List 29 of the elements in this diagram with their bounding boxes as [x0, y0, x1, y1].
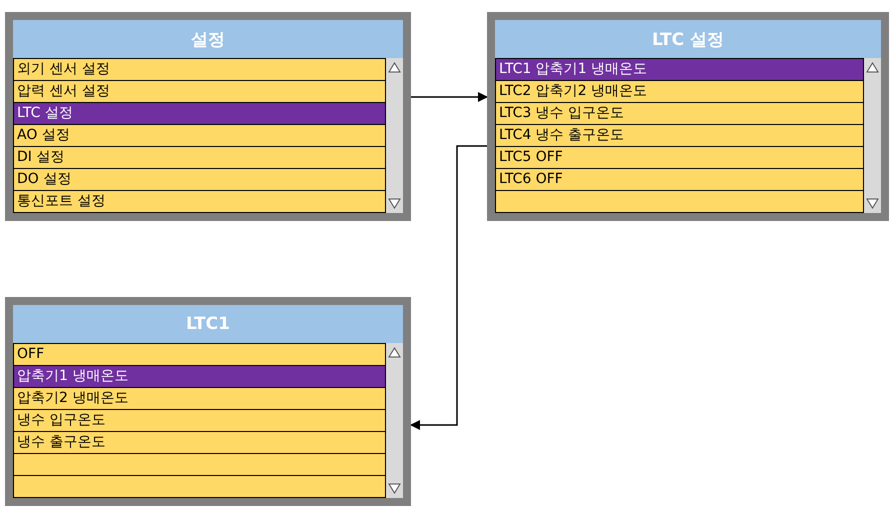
list-panel — [5, 297, 411, 506]
list-item: 압력 센서 설정 — [13, 80, 386, 103]
list-item: 냉수 입구온도 — [13, 409, 386, 432]
list-item: AO 설정 — [13, 124, 386, 147]
list-item: 압축기2 냉매온도 — [13, 387, 386, 410]
list-item: 외기 센서 설정 — [13, 58, 386, 81]
panel-title: LTC1 — [13, 305, 403, 343]
list-item: LTC6 OFF — [495, 168, 864, 191]
list-item: LTC2 압축기2 냉매온도 — [495, 80, 864, 103]
list-item: LTC4 냉수 출구온도 — [495, 124, 864, 147]
list-panel — [487, 12, 889, 221]
panel-title: LTC 설정 — [495, 20, 881, 58]
empty-list-item — [13, 475, 386, 498]
list-item: LTC 설정 — [13, 102, 386, 125]
list-item: DO 설정 — [13, 168, 386, 191]
list-item: LTC5 OFF — [495, 146, 864, 169]
list-panel — [5, 12, 411, 221]
list-item: LTC1 압축기1 냉매온도 — [495, 58, 864, 81]
arrow — [410, 145, 487, 430]
list-item: 압축기1 냉매온도 — [13, 365, 386, 388]
arrow — [411, 92, 488, 102]
list-item: 통신포트 설정 — [13, 190, 386, 213]
list-item: OFF — [13, 343, 386, 366]
empty-list-item — [495, 190, 864, 213]
empty-list-item — [13, 453, 386, 476]
list-item: 냉수 출구온도 — [13, 431, 386, 454]
list-item: DI 설정 — [13, 146, 386, 169]
list-item: LTC3 냉수 입구온도 — [495, 102, 864, 125]
panel-title: 설정 — [13, 20, 403, 58]
